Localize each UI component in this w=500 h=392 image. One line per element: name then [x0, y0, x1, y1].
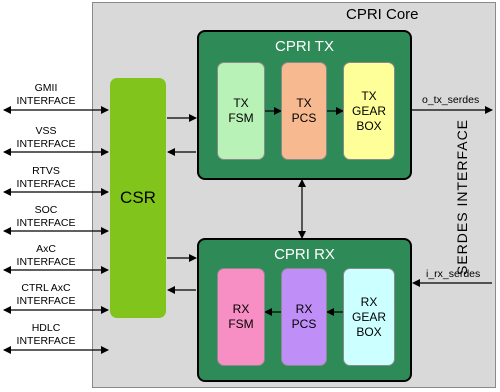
interface-label-ctrl-axc: CTRL AxC INTERFACE: [4, 282, 88, 308]
rx-pcs-label: RX PCS: [291, 302, 317, 331]
interface-label-soc: SOC INTERFACE: [4, 204, 88, 230]
interface-label-hdlc: HDLC INTERFACE: [4, 322, 88, 348]
interface-name: HDLC: [31, 322, 61, 334]
rx-pcs-block: RX PCS: [281, 268, 327, 366]
tx-pcs-label: TX PCS: [291, 96, 317, 125]
rx-gear-box-block: RX GEAR BOX: [343, 268, 395, 366]
rx-gear-box-label: RX GEAR BOX: [351, 294, 386, 339]
csr-label: CSR: [120, 188, 156, 207]
interface-name: AxC: [36, 243, 56, 255]
cpri-rx-title: CPRI RX: [274, 246, 335, 263]
tx-fsm-block: TX FSM: [217, 62, 265, 160]
interface-suffix: INTERFACE: [16, 217, 76, 229]
interface-name: CTRL AxC: [21, 282, 71, 294]
interface-name: RTVS: [32, 165, 60, 177]
tx-fsm-label: TX FSM: [228, 96, 254, 125]
tx-gear-box-label: TX GEAR BOX: [351, 88, 386, 133]
cpri-core-title: CPRI Core: [346, 6, 419, 23]
csr-block: CSR: [110, 78, 166, 318]
interface-name: VSS: [35, 125, 57, 137]
interface-label-vss: VSS INTERFACE: [4, 125, 88, 151]
cpri-tx-title: CPRI TX: [275, 38, 334, 55]
tx-pcs-block: TX PCS: [281, 62, 327, 160]
tx-gear-box-block: TX GEAR BOX: [343, 62, 395, 160]
interface-suffix: INTERFACE: [16, 256, 76, 268]
interface-suffix: INTERFACE: [16, 295, 76, 307]
o-tx-serdes-label: o_tx_serdes: [422, 94, 480, 106]
interface-suffix: INTERFACE: [16, 138, 76, 150]
interface-label-rtvs: RTVS INTERFACE: [4, 165, 88, 191]
interface-label-gmii: GMII INTERFACE: [4, 82, 88, 108]
i-rx-serdes-label: i_rx_serdes: [426, 268, 481, 280]
interface-suffix: INTERFACE: [16, 95, 76, 107]
rx-fsm-label: RX FSM: [228, 302, 254, 331]
interface-suffix: INTERFACE: [16, 178, 76, 190]
interface-suffix: INTERFACE: [16, 335, 76, 347]
interface-name: SOC: [34, 204, 58, 216]
interface-name: GMII: [34, 82, 58, 94]
interface-label-axc: AxC INTERFACE: [4, 243, 88, 269]
rx-fsm-block: RX FSM: [217, 268, 265, 366]
